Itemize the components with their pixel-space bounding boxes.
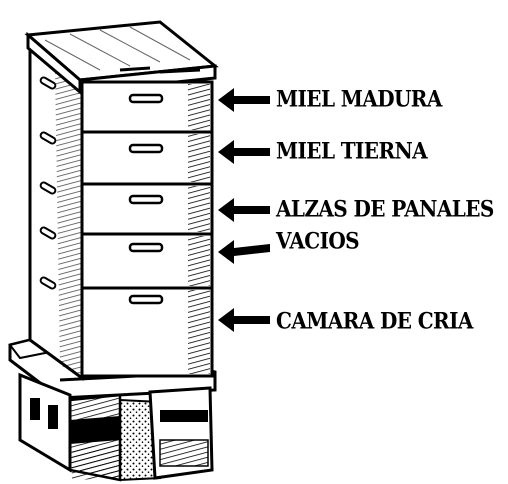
arrow-alzas	[218, 198, 270, 222]
label-miel-madura: MIEL MADURA	[276, 85, 442, 113]
arrow-camara-de-cria	[218, 308, 270, 332]
super-box-miel-tierna	[80, 130, 214, 186]
label-camara-de-cria: CAMARA DE CRIA	[276, 307, 473, 335]
arrow-miel-tierna	[218, 140, 270, 164]
arrow-vacios	[218, 240, 270, 264]
right-cinder-block	[70, 386, 214, 480]
label-vacios: VACIOS	[276, 227, 360, 255]
super-box-empty-1	[80, 182, 214, 236]
label-miel-tierna: MIEL TIERNA	[276, 137, 428, 165]
super-box-miel-madura	[80, 80, 214, 134]
arrow-miel-madura	[218, 88, 270, 112]
brood-chamber-box	[80, 286, 214, 378]
super-box-empty-2	[80, 232, 214, 290]
hive-lid	[24, 20, 219, 96]
hive-body	[24, 20, 219, 381]
label-alzas-de-panales: ALZAS DE PANALES	[276, 195, 494, 223]
